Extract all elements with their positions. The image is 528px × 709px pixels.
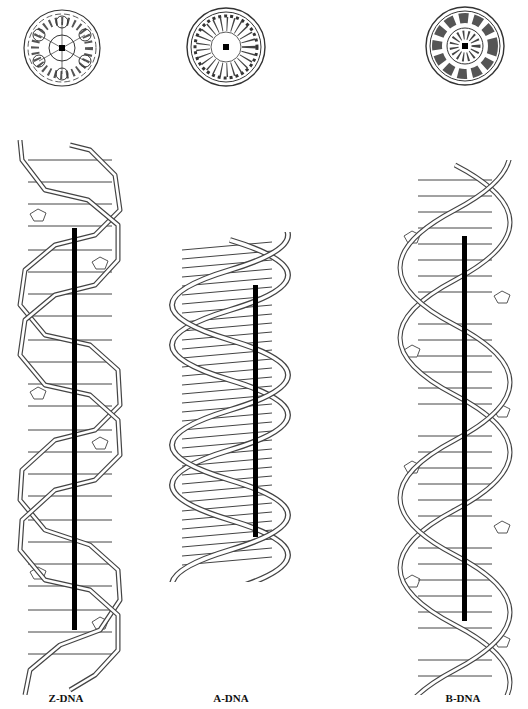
z-dna-top-view — [24, 10, 100, 86]
structure-label: A-DNA — [213, 692, 248, 705]
structure-label: B-DNA — [446, 692, 481, 705]
b-dna-top-view — [426, 7, 504, 85]
a-dna-side-view — [172, 232, 288, 582]
b-dna-side-view — [400, 160, 510, 695]
a-dna-top-view — [187, 8, 265, 86]
structure-label: Z-DNA — [49, 692, 84, 705]
z-dna-side-view — [20, 140, 120, 695]
